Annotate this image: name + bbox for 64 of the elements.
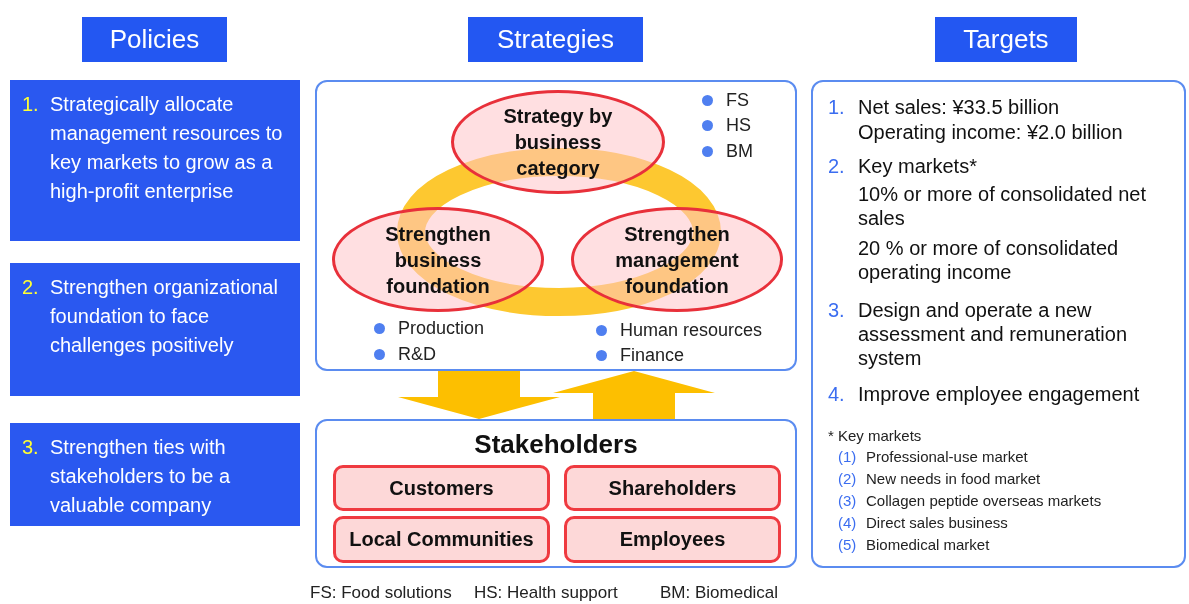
stakeholder-box <box>333 516 550 563</box>
item-number: 3. <box>22 435 39 460</box>
policy-text: Strengthen ties with stakeholders to be a valuable company <box>50 435 232 518</box>
legend-note: BM: Biomedical <box>660 583 779 603</box>
item-number: (4) <box>838 514 857 532</box>
target-text: Net sales: ¥33.5 billion <box>858 95 1061 119</box>
policy-text: Strategically allocate management resources to key markets to grow as a high-profit enterprise <box>50 92 284 204</box>
target-text: Operating income: ¥2.0 billion <box>858 120 1124 144</box>
bullet-item: Finance <box>594 344 685 366</box>
item-number: 3. <box>828 298 845 322</box>
strategy-text: Strategy by business category <box>502 104 614 181</box>
item-number: (1) <box>838 448 857 466</box>
stakeholders-panel <box>315 419 797 568</box>
stakeholder-box <box>564 465 781 511</box>
legend-note: HS: Health support <box>474 583 618 603</box>
target-text: Key markets* <box>858 154 978 178</box>
stakeholder-text: Customers <box>389 476 494 500</box>
item-number: (2) <box>838 470 857 488</box>
stakeholder-box <box>333 465 550 511</box>
strategy-panel <box>315 80 797 371</box>
footnote-text: * Key markets <box>828 427 922 445</box>
heading-banner <box>468 17 643 62</box>
policy-box <box>10 423 300 526</box>
target-text: 10% or more of consolidated net sales <box>858 182 1147 230</box>
bullet-item: FS <box>700 89 749 111</box>
footnote-text: Biomedical market <box>866 536 990 554</box>
bullet-item: Human resources <box>594 319 763 341</box>
stakeholder-box <box>564 516 781 563</box>
policy-box <box>10 263 300 396</box>
policy-box <box>10 80 300 241</box>
block-arrow <box>553 371 715 419</box>
stakeholder-text: Employees <box>619 528 726 551</box>
heading-banner <box>935 17 1077 62</box>
item-number: 1. <box>22 92 39 117</box>
strategy-text: Strengthen management foundation <box>614 221 740 299</box>
footnote-text: Direct sales business <box>866 514 1008 532</box>
stakeholder-text: Local Communities <box>349 528 534 551</box>
item-number: 2. <box>828 154 845 178</box>
item-number: 4. <box>828 382 845 406</box>
target-text: Improve employee engagement <box>858 382 1141 406</box>
bullet-item: BM <box>700 140 753 162</box>
footnote-text: Professional-use market <box>866 448 1028 466</box>
bullet-item: HS <box>700 114 751 136</box>
heading-text: Policies <box>109 24 200 55</box>
stakeholder-text: Shareholders <box>608 476 737 500</box>
footnote-text: Collagen peptide overseas markets <box>866 492 1102 510</box>
item-number: (3) <box>838 492 857 510</box>
block-arrow <box>398 371 560 419</box>
target-text: Design and operate a new assessment and remuneration system <box>858 298 1129 370</box>
item-number: 1. <box>828 95 845 119</box>
item-number: 2. <box>22 275 39 300</box>
footnote-text: New needs in food market <box>866 470 1041 488</box>
heading-text: Strategies <box>496 24 615 55</box>
heading-text: Targets <box>963 24 1049 55</box>
policy-text: Strengthen organizational foundation to face challenges positively <box>50 275 279 358</box>
strategy-text: Strengthen business foundation <box>384 221 492 299</box>
item-number: (5) <box>838 536 857 554</box>
target-text: 20 % or more of consolidated operating income <box>858 236 1120 284</box>
bullet-item: Production <box>372 317 485 339</box>
targets-panel <box>811 80 1186 568</box>
legend-note: FS: Food solutions <box>310 583 452 603</box>
bullet-item: R&D <box>372 343 436 365</box>
panel-heading: Stakeholders <box>473 429 639 460</box>
heading-banner <box>82 17 227 62</box>
